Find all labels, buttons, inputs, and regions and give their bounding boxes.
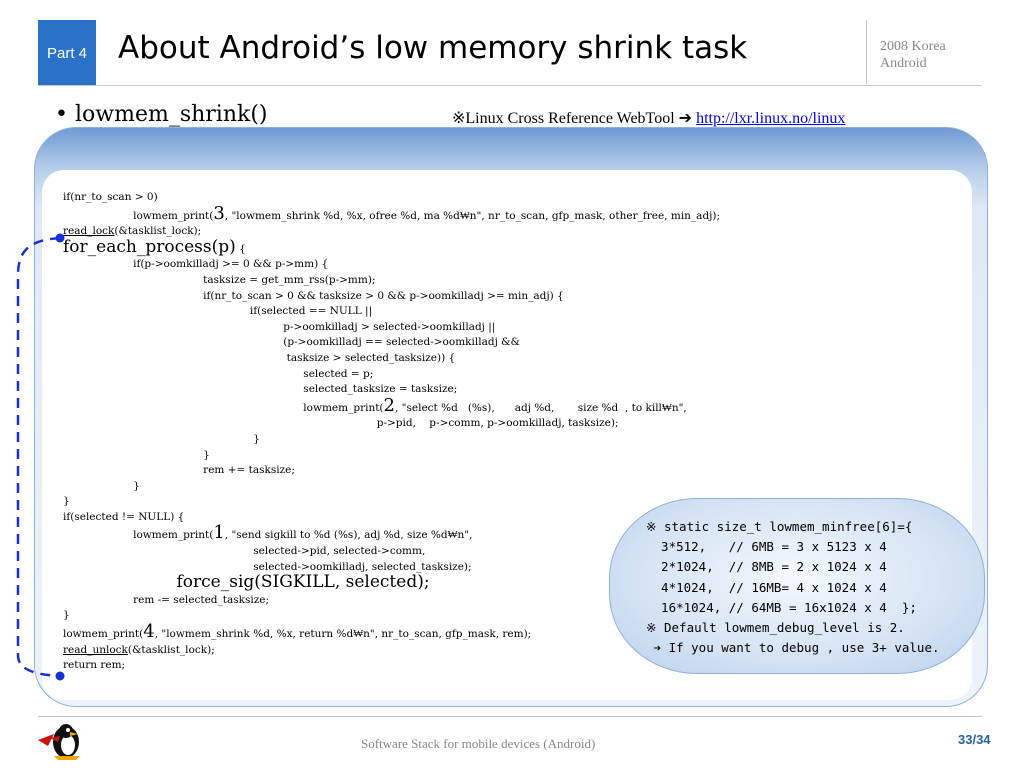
note-line: 2*1024, // 8MB = 2 x 1024 x 4 bbox=[646, 559, 887, 575]
code-line: , "lowmem_shrink %d, %x, ofree %d, ma %d… bbox=[224, 209, 721, 222]
code-line: } bbox=[63, 479, 140, 492]
note-line: 3*512, // 6MB = 3 x 5123 x 4 bbox=[646, 539, 887, 555]
note-line: ※ Default lowmem_debug_level is 2. bbox=[646, 620, 905, 636]
header-rule bbox=[38, 85, 982, 86]
code-line: , "select %d (%s), adj %d, size %d , to … bbox=[395, 401, 687, 414]
page-number: 33/34 bbox=[958, 732, 991, 747]
code-line: if(nr_to_scan > 0) bbox=[63, 191, 158, 203]
code-highlight: force_sig(SIGKILL, selected); bbox=[63, 572, 430, 593]
code-line: selected->pid, selected->comm, bbox=[63, 545, 426, 558]
corner-line-1: 2008 Korea bbox=[880, 39, 946, 54]
footer-text: Software Stack for mobile devices (Andro… bbox=[361, 736, 596, 751]
code-line: { bbox=[235, 242, 246, 255]
step-number: 3 bbox=[213, 202, 225, 224]
code-line: lowmem_print( bbox=[63, 529, 214, 542]
code-line: return rem; bbox=[63, 659, 126, 672]
note-line: ➔ If you want to debug , use 3+ value. bbox=[646, 640, 940, 656]
note-line: ※ static size_t lowmem_minfree[6]={ bbox=[646, 519, 913, 534]
penguin-logo-icon bbox=[38, 724, 80, 760]
code-line: } bbox=[63, 432, 260, 445]
part-label: Part 4 bbox=[46, 44, 88, 62]
note-line: 4*1024, // 16MB= 4 x 1024 x 4 bbox=[646, 579, 887, 595]
corner-label: 2008 Korea Android bbox=[880, 38, 946, 72]
code-line: p->pid, p->comm, p->oomkilladj, tasksize… bbox=[63, 417, 619, 430]
code-line: , "lowmem_shrink %d, %x, return %d₩n", n… bbox=[154, 628, 532, 641]
footer-rule bbox=[38, 716, 982, 717]
code-highlight: for_each_process(p) bbox=[63, 236, 236, 257]
code-line: read_lock bbox=[63, 225, 115, 238]
code-line: rem -= selected_tasksize; bbox=[63, 593, 270, 606]
code-line: lowmem_print( bbox=[63, 628, 144, 641]
step-number: 1 bbox=[213, 522, 225, 544]
note-bubble bbox=[609, 498, 985, 674]
code-line: if(selected == NULL || bbox=[63, 305, 373, 318]
code-line: lowmem_print( bbox=[63, 209, 214, 222]
code-line: (p->oomkilladj == selected->oomkilladj &… bbox=[63, 336, 520, 349]
code-line: (&tasklist_lock); bbox=[114, 225, 202, 238]
code-line: read_unlock bbox=[63, 643, 128, 656]
reference-link[interactable]: http://lxr.linux.no/linux bbox=[696, 110, 846, 127]
code-line: selected->oomkilladj, selected_tasksize)… bbox=[63, 560, 472, 573]
code-line: lowmem_print( bbox=[63, 401, 384, 414]
note-text: ※ static size_t lowmem_minfree[6]={ 3*51… bbox=[646, 517, 940, 658]
code-line: (&tasklist_lock); bbox=[127, 643, 215, 656]
reference-line: ※Linux Cross Reference WebTool ➔ http://… bbox=[452, 108, 845, 128]
code-line: p->oomkilladj > selected->oomkilladj || bbox=[63, 320, 496, 333]
code-line: } bbox=[63, 609, 70, 622]
code-line: if(selected != NULL) { bbox=[63, 510, 185, 523]
code-line: , "send sigkill to %d (%s), adj %d, size… bbox=[224, 529, 473, 542]
code-line: selected_tasksize = tasksize; bbox=[63, 383, 458, 396]
code-line: tasksize = get_mm_rss(p->mm); bbox=[63, 273, 376, 286]
note-line: 16*1024, // 64MB = 16x1024 x 4 }; bbox=[646, 599, 917, 615]
step-number: 2 bbox=[383, 394, 395, 416]
step-number: 4 bbox=[143, 621, 155, 643]
reference-prefix: ※Linux Cross Reference WebTool ➔ bbox=[452, 110, 697, 127]
code-line: selected = p; bbox=[63, 367, 374, 380]
code-line: } bbox=[63, 495, 70, 508]
code-block: if(nr_to_scan > 0) lowmem_print(3, "lowm… bbox=[63, 190, 720, 674]
corner-line-2: Android bbox=[880, 56, 927, 71]
code-line: tasksize > selected_tasksize)) { bbox=[63, 351, 456, 364]
part-badge: Part 4 bbox=[38, 20, 96, 86]
slide-title: About Android’s low memory shrink task bbox=[118, 30, 748, 66]
bullet-heading: • lowmem_shrink() bbox=[55, 102, 268, 127]
header-divider bbox=[866, 20, 867, 84]
code-line: if(nr_to_scan > 0 && tasksize > 0 && p->… bbox=[63, 289, 564, 302]
code-line: if(p->oomkilladj >= 0 && p->mm) { bbox=[63, 258, 329, 271]
code-line: rem += tasksize; bbox=[63, 464, 295, 477]
code-line: } bbox=[63, 448, 210, 461]
